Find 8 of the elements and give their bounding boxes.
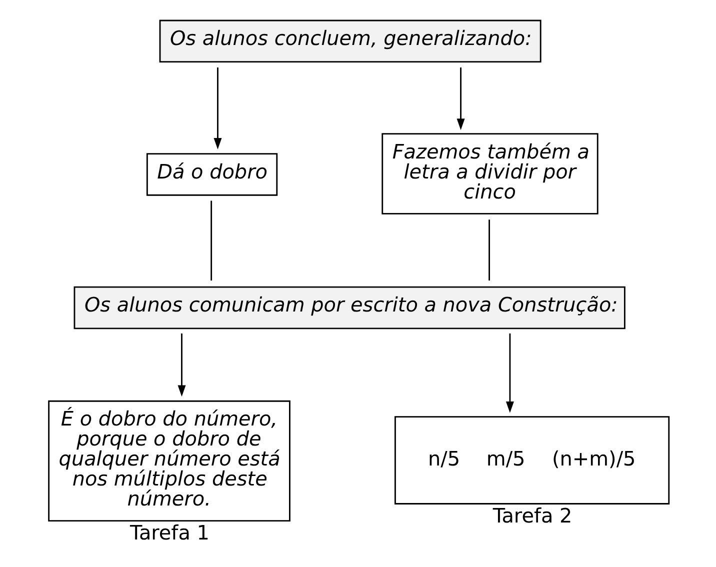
node-label: Tarefa 1: [130, 520, 209, 545]
arrow: [456, 67, 464, 130]
node-label: Tarefa 2: [492, 504, 572, 528]
arrow: [177, 333, 186, 397]
connector: [488, 220, 490, 281]
arrow: [213, 67, 222, 150]
connector: [210, 200, 212, 281]
arrow: [505, 333, 514, 413]
